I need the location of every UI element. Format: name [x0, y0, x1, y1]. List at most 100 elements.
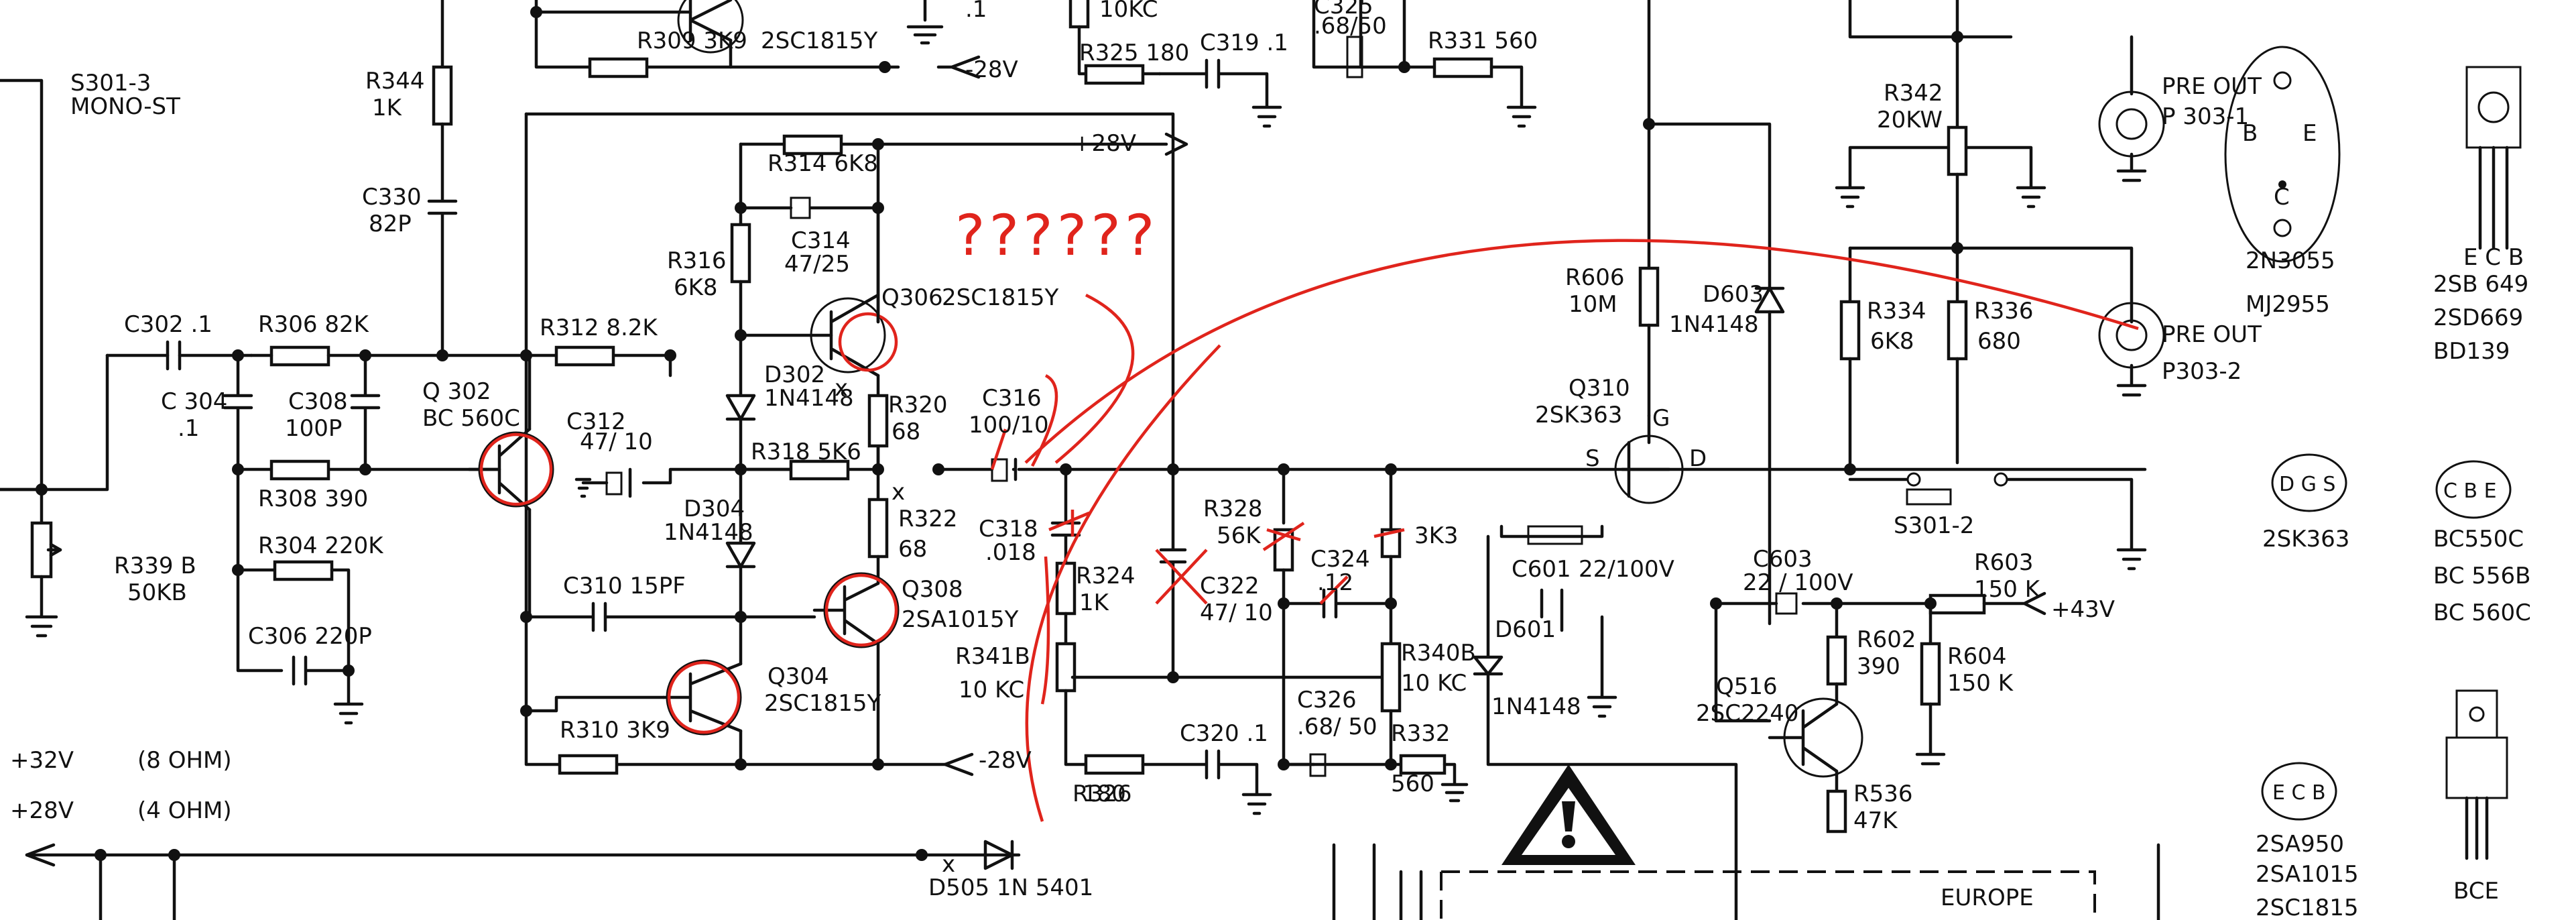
x-mark-2: x — [835, 375, 848, 402]
r341b-value: 10 KC — [959, 677, 1024, 703]
ecb-label: E C B — [2463, 244, 2524, 271]
d603-value: 1N4148 — [1669, 311, 1759, 338]
v28-neg-b: -28V — [979, 747, 1032, 774]
d302-label: D302 — [764, 361, 825, 388]
pinout-legend — [2224, 46, 2522, 860]
r314-label: R314 6K8 — [768, 150, 878, 177]
c312-label: C312 — [566, 408, 626, 435]
bc560c-label: BC 560C — [2433, 599, 2531, 626]
r536-value: 47K — [1853, 807, 1898, 834]
r344-label: R344 — [365, 68, 425, 95]
r10kc-label: 10KC — [1099, 0, 1158, 23]
r334-value: 6K8 — [1870, 328, 1914, 355]
ohm8-label: (8 OHM) — [137, 747, 232, 774]
q308-label: Q308 — [902, 576, 963, 603]
c310-label: C310 15PF — [563, 573, 686, 599]
to3-package — [2224, 46, 2341, 263]
r602-value: 390 — [1857, 653, 1900, 680]
r342-resistor — [1947, 125, 1968, 176]
d304-label: D304 — [684, 496, 745, 522]
r336-label: R336 — [1974, 298, 2034, 325]
r308-resistor — [269, 459, 330, 481]
top-strip — [530, 0, 1537, 128]
r318-resistor — [789, 459, 850, 481]
r342-label: R342 — [1884, 80, 1943, 107]
right-section — [1332, 0, 2165, 920]
q308-value: 2SA1015Y — [902, 606, 1019, 633]
r602-resistor — [1826, 635, 1847, 686]
q310-label: Q310 — [1569, 375, 1630, 402]
c320-label: C320 .1 — [1180, 720, 1268, 747]
c603-value: 22 / 100V — [1743, 569, 1853, 596]
r309-resistor — [588, 57, 649, 78]
pin-c: C — [2274, 184, 2290, 211]
r316-label: R316 — [667, 247, 727, 274]
r340b-resistor — [1380, 642, 1402, 713]
labels: S301-3 MONO-ST R344 1K C330 82P C302 .1 … — [10, 0, 2531, 920]
x-mark-1: x — [892, 479, 905, 506]
r334-label: R334 — [1867, 298, 1926, 325]
c330-value: 82P — [369, 211, 412, 237]
sa1015-label: 2SA1015 — [2256, 861, 2359, 888]
p303-1-label: P 303-1 — [2162, 103, 2249, 130]
r606-value: 10M — [1569, 291, 1617, 318]
v28-label: +28V — [10, 797, 74, 824]
bce-label: BCE — [2453, 878, 2499, 905]
c316-label: C316 — [982, 385, 1042, 412]
r324-label: R324 — [1076, 563, 1136, 589]
p303-2-label: P303-2 — [2162, 358, 2242, 385]
red-tick-1 — [1054, 293, 1135, 464]
q306-red-circle — [838, 312, 898, 372]
d601-label: D601 — [1495, 616, 1556, 643]
sa950-label: 2SA950 — [2256, 831, 2344, 858]
r339b-value: 50KB — [127, 579, 187, 606]
s301-2-switch — [1906, 488, 1952, 506]
c304-value: .1 — [178, 415, 199, 442]
d603-label: D603 — [1703, 281, 1764, 308]
to92-ecb — [2261, 762, 2337, 821]
c312-capacitor — [605, 471, 623, 496]
c603-capacitor — [1775, 592, 1798, 615]
r304-label: R304 220K — [258, 532, 384, 559]
r339b-label: R339 B — [114, 553, 196, 579]
r325-label: R325 180 — [1079, 40, 1189, 66]
q302-value: BC 560C — [422, 405, 520, 432]
mid-section — [1040, 463, 1469, 815]
r336-value: 680 — [1977, 328, 2021, 355]
q308-red-circle — [824, 573, 898, 647]
r604-value: 150 K — [1947, 670, 2014, 697]
r331-label: R331 560 — [1428, 27, 1538, 54]
r332-label: R332 — [1391, 720, 1451, 747]
amplifier-block — [440, 112, 2147, 777]
red-curve-upper — [1024, 239, 2139, 464]
r328-label: R328 — [1203, 496, 1263, 522]
r603-value: 150 K — [1974, 576, 2041, 603]
c326-label: C326 — [1297, 687, 1357, 713]
q310-value: 2SK363 — [1535, 402, 1622, 428]
d601-value: 1N4148 — [1491, 693, 1581, 720]
to126-package — [2465, 66, 2522, 149]
q304-label: Q304 — [768, 663, 829, 690]
r340b-label: R340B — [1401, 640, 1476, 667]
d304-value: 1N4148 — [664, 519, 753, 546]
c319-label: C319 .1 — [1200, 30, 1288, 56]
r331-resistor — [1432, 57, 1493, 78]
c326-capacitor — [1309, 753, 1327, 777]
r310-resistor — [558, 754, 619, 775]
r326-label: R326 — [1072, 781, 1132, 807]
c312-value: 47/ 10 — [580, 428, 653, 455]
r312-label: R312 8.2K — [540, 314, 658, 341]
r604-label: R604 — [1947, 643, 2007, 670]
red-annotations: ?????? — [955, 203, 2139, 822]
dgs-label: D G S — [2279, 473, 2335, 496]
annotation-question: ?????? — [955, 203, 1159, 268]
r322-label: R322 — [898, 506, 958, 532]
q304-value: 2SC1815Y — [764, 690, 881, 717]
sc1815-label: 2SC1815 — [2256, 895, 2358, 920]
top-transistor-label: 2SC1815Y — [761, 27, 877, 54]
d302-value: 1N4148 — [764, 385, 854, 412]
r344-resistor — [432, 65, 453, 126]
c325-capacitor — [1346, 36, 1363, 78]
c324-value: .12 — [1317, 569, 1353, 596]
